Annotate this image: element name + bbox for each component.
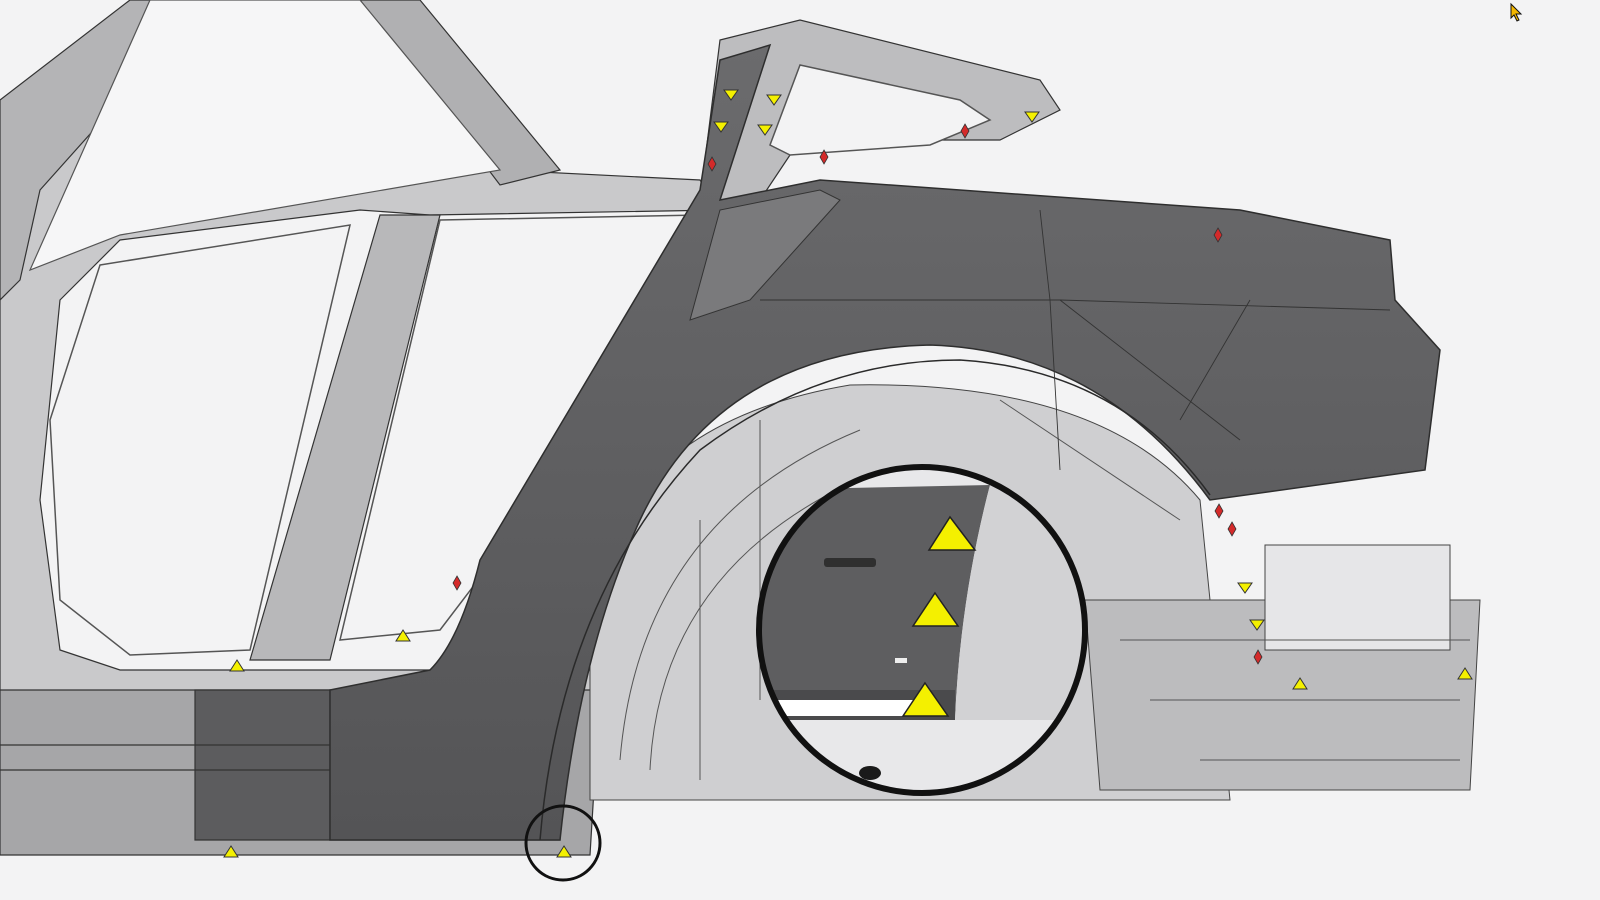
upper-window-opening — [28, 0, 502, 272]
wheel-arch-lip — [539, 359, 1211, 841]
red-diamond-markers — [452, 123, 1263, 665]
rear-quarter-panel — [329, 43, 1441, 841]
mouse-cursor-icon — [1510, 2, 1523, 22]
front-door-opening — [49, 224, 351, 656]
magnified-markers — [901, 515, 977, 717]
quarter-window-opening — [769, 64, 992, 156]
magnified-detail[interactable] — [750, 460, 1100, 810]
detail-callout-circle[interactable] — [524, 804, 602, 882]
weld-point-markers — [223, 89, 1473, 858]
